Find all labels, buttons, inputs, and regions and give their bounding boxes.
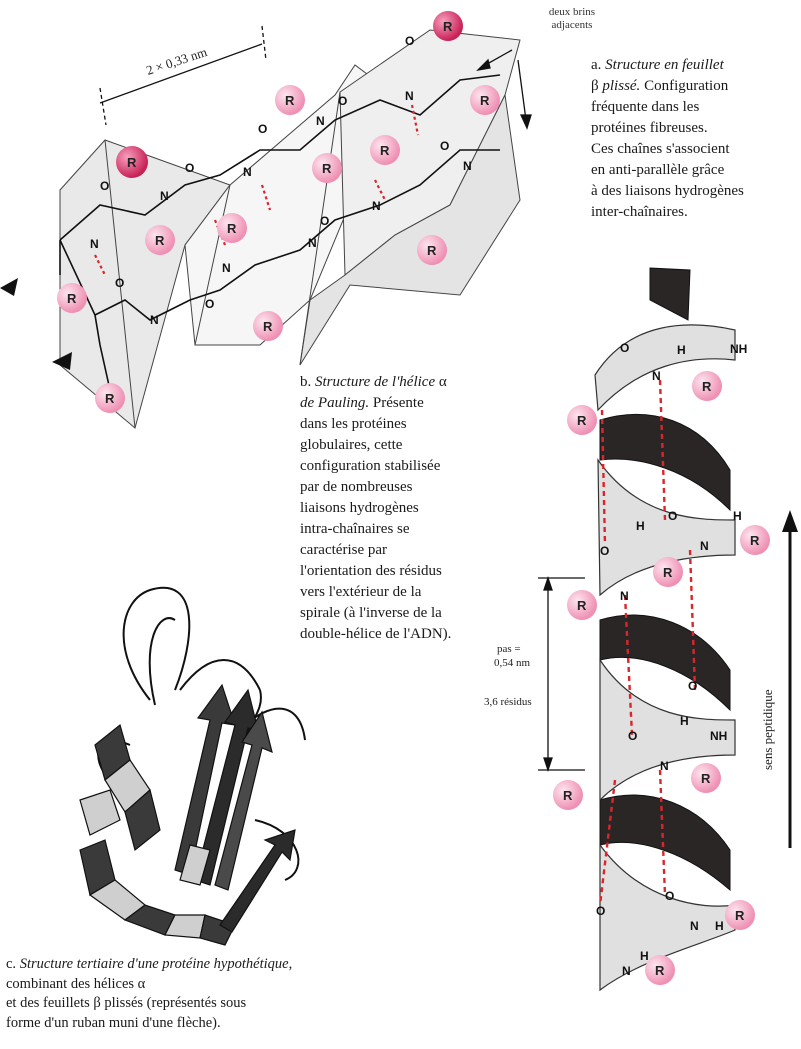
- caption-b-line: spirale (à l'inverse de la: [300, 603, 490, 624]
- caption-b-line: liaisons hydrogènes: [300, 498, 490, 519]
- svg-text:R: R: [380, 143, 390, 158]
- strands-label: deux brins adjacents: [536, 6, 608, 32]
- caption-b-line: vers l'extérieur de la: [300, 582, 490, 603]
- caption-a-title-line1: a. Structure en feuillet: [591, 55, 791, 76]
- residue-ball: R: [370, 135, 400, 165]
- caption-b-title-line2: de Pauling. Présente: [300, 393, 490, 414]
- svg-text:N: N: [372, 199, 381, 213]
- caption-b-line: dans les protéines: [300, 414, 490, 435]
- svg-text:R: R: [263, 319, 273, 334]
- residue-ball: R: [312, 153, 342, 183]
- svg-text:O: O: [115, 276, 124, 290]
- residue-ball: R: [116, 146, 148, 178]
- caption-b-line: intra-chaînaires se: [300, 519, 490, 540]
- svg-text:O: O: [185, 161, 194, 175]
- svg-text:R: R: [285, 93, 295, 108]
- caption-b-line: caractérise par: [300, 540, 490, 561]
- strands-label-line: adjacents: [536, 19, 608, 32]
- caption-b-title-line1: b. Structure de l'hélice α: [300, 372, 490, 393]
- residue-ball: R: [145, 225, 175, 255]
- svg-text:O: O: [320, 214, 329, 228]
- svg-text:O: O: [440, 139, 449, 153]
- svg-text:N: N: [160, 189, 169, 203]
- caption-c-line: et des feuillets β plissés (représentés …: [6, 994, 336, 1014]
- svg-text:R: R: [322, 161, 332, 176]
- residue-ball: R: [217, 213, 247, 243]
- svg-text:R: R: [127, 155, 137, 170]
- measure-label: 2 × 0,33 nm: [144, 44, 209, 78]
- svg-text:N: N: [90, 237, 99, 251]
- caption-a-line: à des liaisons hydrogènes: [591, 181, 791, 202]
- residue-ball: R: [417, 235, 447, 265]
- caption-a-line: inter-chaînaires.: [591, 202, 791, 223]
- residue-ball: R: [253, 311, 283, 341]
- caption-b-line: configuration stabilisée: [300, 456, 490, 477]
- svg-text:O: O: [100, 179, 109, 193]
- caption-a-line: Ces chaînes s'associent: [591, 139, 791, 160]
- svg-text:N: N: [405, 89, 414, 103]
- svg-text:R: R: [443, 19, 453, 34]
- svg-text:R: R: [227, 221, 237, 236]
- svg-text:O: O: [405, 34, 414, 48]
- residue-ball: R: [57, 283, 87, 313]
- residue-ball: R: [95, 383, 125, 413]
- svg-text:R: R: [427, 243, 437, 258]
- caption-a-line: protéines fibreuses.: [591, 118, 791, 139]
- strands-label-line: deux brins: [536, 6, 608, 19]
- svg-text:R: R: [480, 93, 490, 108]
- residue-ball: R: [470, 85, 500, 115]
- measure-bracket: [100, 26, 266, 125]
- caption-a-line: en anti-parallèle grâce: [591, 160, 791, 181]
- caption-a: a. Structure en feuillet β plissé. Confi…: [591, 55, 791, 223]
- caption-a-title-line2: β plissé. Configuration: [591, 76, 791, 97]
- caption-c: c. Structure tertiaire d'une protéine hy…: [6, 955, 336, 1033]
- caption-c-line: forme d'un ruban muni d'une flèche).: [6, 1014, 336, 1034]
- svg-text:R: R: [67, 291, 77, 306]
- caption-b-line: double-hélice de l'ADN).: [300, 624, 490, 645]
- svg-text:R: R: [105, 391, 115, 406]
- svg-text:O: O: [205, 297, 214, 311]
- caption-b-line: par de nombreuses: [300, 477, 490, 498]
- caption-b-line: globulaires, cette: [300, 435, 490, 456]
- caption-a-line: fréquente dans les: [591, 97, 791, 118]
- svg-text:O: O: [258, 122, 267, 136]
- svg-text:N: N: [316, 114, 325, 128]
- caption-b: b. Structure de l'hélice α de Pauling. P…: [300, 372, 490, 645]
- arrow-left-icon: [0, 278, 18, 296]
- svg-text:R: R: [155, 233, 165, 248]
- svg-text:N: N: [222, 261, 231, 275]
- svg-text:N: N: [243, 165, 252, 179]
- residue-ball: R: [433, 11, 463, 41]
- svg-text:N: N: [150, 313, 159, 327]
- svg-text:N: N: [463, 159, 472, 173]
- svg-text:N: N: [308, 236, 317, 250]
- caption-c-line1: c. Structure tertiaire d'une protéine hy…: [6, 955, 336, 994]
- svg-text:O: O: [338, 94, 347, 108]
- caption-b-line: l'orientation des résidus: [300, 561, 490, 582]
- residue-ball: R: [275, 85, 305, 115]
